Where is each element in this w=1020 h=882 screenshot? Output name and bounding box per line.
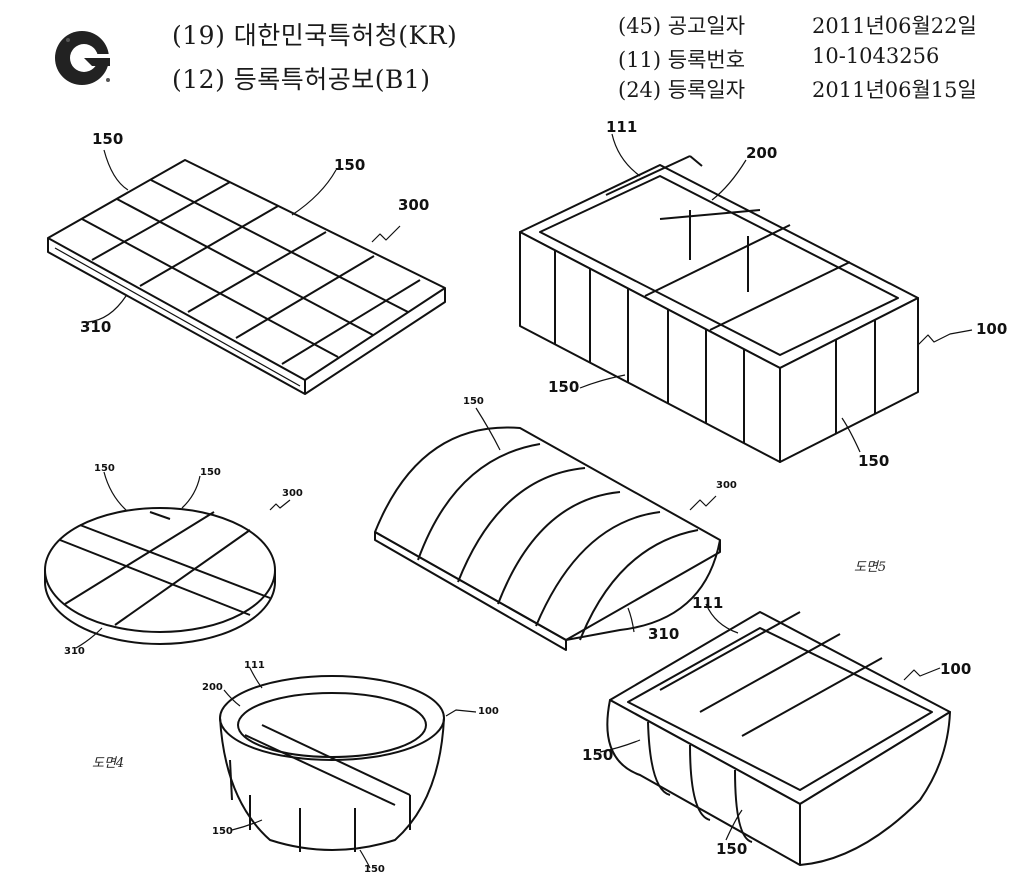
ref-150-b: 150 (334, 156, 365, 174)
ref-150-d: 150 (858, 452, 889, 470)
ref-300-a: 300 (398, 196, 429, 214)
ref-100-c: 100 (940, 660, 971, 678)
ref-150-a: 150 (92, 130, 123, 148)
curved-arch-tile-drawing (375, 427, 720, 650)
ref-150-k: 150 (716, 840, 747, 858)
ref-200-b: 200 (202, 682, 223, 693)
ref-150-e: 150 (463, 396, 484, 407)
ref-310-a: 310 (80, 318, 111, 336)
figure-5-caption: 도면5 (854, 556, 886, 575)
ref-150-f: 150 (94, 463, 115, 474)
ref-111-b: 111 (244, 660, 265, 671)
flat-tile-mat-drawing (48, 160, 445, 394)
ref-310-b: 310 (648, 625, 679, 643)
ref-150-h: 150 (212, 826, 233, 837)
ref-300-c: 300 (282, 488, 303, 499)
curved-trough-drawing (607, 612, 950, 865)
ref-200-a: 200 (746, 144, 777, 162)
ref-100-b: 100 (478, 706, 499, 717)
ref-150-j: 150 (582, 746, 613, 764)
ref-111-a: 111 (606, 118, 637, 136)
round-tile-mat-drawing (45, 508, 275, 644)
ref-111-c: 111 (692, 594, 723, 612)
box-container-drawing (520, 156, 918, 462)
ref-150-g: 150 (200, 467, 221, 478)
ref-100-a: 100 (976, 320, 1007, 338)
ref-150-i: 150 (364, 864, 385, 875)
ref-150-c: 150 (548, 378, 579, 396)
figure-4-caption: 도면4 (92, 752, 124, 771)
round-bowl-drawing (220, 676, 444, 852)
ref-310-c: 310 (64, 646, 85, 657)
ref-300-b: 300 (716, 480, 737, 491)
